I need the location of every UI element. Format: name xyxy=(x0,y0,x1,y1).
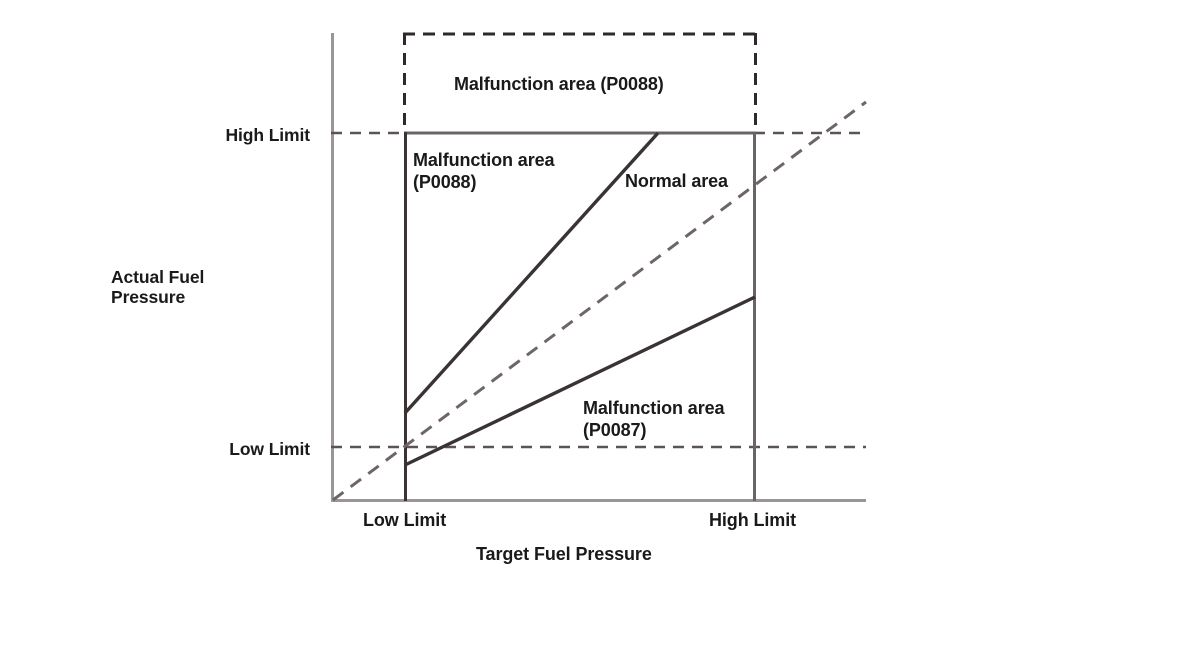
lower-normal-boundary-line xyxy=(404,295,756,467)
x-axis-high-limit-label: High Limit xyxy=(709,510,796,530)
y-axis-high-limit-label: High Limit xyxy=(225,125,310,145)
label-malfunction-p0088-box: Malfunction area (P0088) xyxy=(454,74,664,94)
label-normal-area: Normal area xyxy=(625,171,728,191)
y-axis-title-line1: Actual Fuel xyxy=(111,267,205,287)
y-axis-low-limit-label: Low Limit xyxy=(229,439,310,459)
upper-normal-boundary-line xyxy=(403,131,660,415)
label-malfunction-p0088-wedge-line1: Malfunction area xyxy=(413,150,555,170)
y-axis-title-line2: Pressure xyxy=(111,287,186,307)
label-malfunction-p0087-line2: (P0087) xyxy=(583,420,647,440)
x-axis-title: Target Fuel Pressure xyxy=(476,544,652,564)
label-malfunction-p0087-line1: Malfunction area xyxy=(583,398,725,418)
label-malfunction-p0088-wedge-line2: (P0088) xyxy=(413,172,477,192)
ideal-reference-line xyxy=(332,100,867,502)
x-axis-low-limit-label: Low Limit xyxy=(363,510,447,530)
